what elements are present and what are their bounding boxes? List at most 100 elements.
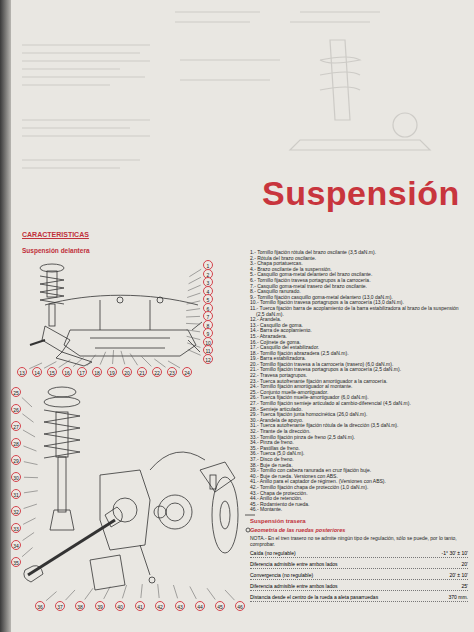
table-cell: Diferencia admisible entre ambos lados bbox=[250, 561, 338, 567]
drawing-stroke bbox=[42, 326, 70, 352]
callout-number: 13 bbox=[17, 367, 27, 377]
drawing-stroke bbox=[40, 276, 64, 304]
leader-line bbox=[121, 351, 125, 364]
drawing-stroke bbox=[22, 60, 150, 61]
leader-line bbox=[22, 548, 33, 557]
leader-line bbox=[100, 352, 106, 365]
subsection-heading: Geometría de las ruedas posteriores bbox=[250, 527, 468, 533]
callout-number: 43 bbox=[175, 601, 185, 611]
spec-row: Diferencia admisible entre ambos lados25… bbox=[250, 583, 468, 591]
leader-line bbox=[186, 323, 200, 325]
callout-number: 16 bbox=[62, 367, 72, 377]
spec-row: Diferencia admisible entre ambos lados 20… bbox=[250, 561, 468, 569]
drawing-stroke bbox=[158, 495, 192, 529]
leader-line bbox=[225, 590, 235, 600]
spec-row: Convergencia (no regulable)20' ± 10' bbox=[250, 572, 468, 580]
subsection-heading: Suspensión trasera bbox=[250, 518, 468, 524]
callout-number: 14 bbox=[32, 367, 42, 377]
leader-line bbox=[207, 588, 215, 599]
leader-line bbox=[141, 584, 142, 598]
drawing-stroke bbox=[393, 113, 417, 137]
note: NOTA.- En el tren trasero no se admite n… bbox=[250, 536, 468, 548]
leader-line bbox=[23, 430, 35, 437]
drawing-stroke bbox=[100, 300, 150, 330]
callout-number: 40 bbox=[115, 601, 125, 611]
callout-number: 25 bbox=[11, 387, 21, 397]
page-title: Suspensión bbox=[262, 174, 460, 213]
callout-number: 15 bbox=[47, 367, 57, 377]
leader-line bbox=[188, 285, 201, 291]
callout-number: 42 bbox=[155, 601, 165, 611]
table-cell: 20' bbox=[461, 561, 468, 567]
drawing-stroke bbox=[24, 566, 43, 582]
drawing-stroke bbox=[330, 40, 350, 120]
drawing-stroke bbox=[90, 555, 125, 590]
drawing-stroke bbox=[22, 159, 140, 160]
leader-line bbox=[189, 277, 201, 284]
leader-line bbox=[188, 350, 201, 356]
leader-line bbox=[189, 269, 201, 276]
leader-line bbox=[112, 350, 114, 364]
table-cell: Convergencia (no regulable) bbox=[250, 572, 313, 578]
leader-line bbox=[154, 359, 165, 367]
table-cell: Caída (no regulable) bbox=[250, 550, 296, 556]
callout-number: 20 bbox=[122, 367, 132, 377]
part-list-item: 11.- Tuerca fijación barra de acoplamien… bbox=[250, 306, 468, 317]
table-cell: Distancia desde el centro de la rueda a … bbox=[250, 594, 378, 600]
subsection-heading: Suspensión delantera bbox=[22, 247, 90, 254]
drawing-stroke bbox=[180, 59, 280, 60]
leader-line bbox=[24, 477, 38, 478]
drawing-stroke bbox=[100, 470, 150, 550]
callout-number: 35 bbox=[11, 557, 21, 567]
drawing-stroke bbox=[149, 577, 155, 583]
drawing-stroke bbox=[175, 21, 250, 22]
drawing-stroke bbox=[22, 135, 150, 136]
callout-number: 18 bbox=[92, 367, 102, 377]
drawing-stroke bbox=[150, 452, 205, 470]
leader-line bbox=[187, 343, 200, 348]
leader-line bbox=[186, 309, 200, 311]
callout-number: 39 bbox=[95, 601, 105, 611]
leader-line bbox=[187, 293, 200, 297]
leader-line bbox=[104, 586, 110, 598]
part-list-item: 46.- Montante. bbox=[250, 507, 468, 513]
callout-number: 33 bbox=[11, 523, 21, 533]
callout-number: 30 bbox=[11, 472, 21, 482]
drawing-stroke bbox=[22, 119, 150, 120]
callout-number: 31 bbox=[11, 489, 21, 499]
binding-edge bbox=[0, 0, 11, 632]
text-column: 1.- Tornillo fijación rótula del brazo o… bbox=[250, 250, 468, 602]
callout-number: 19 bbox=[107, 367, 117, 377]
drawing-stroke bbox=[50, 510, 74, 530]
part-list-item: 45.- Rodamiento de rueda. bbox=[250, 502, 468, 508]
drawing-stroke bbox=[44, 397, 80, 407]
callout-number: 27 bbox=[11, 421, 21, 431]
drawing-stroke bbox=[200, 462, 235, 492]
drawing-stroke bbox=[45, 295, 198, 305]
callout-number: 36 bbox=[35, 601, 45, 611]
drawing-stroke bbox=[90, 338, 170, 348]
drawing-stroke bbox=[64, 330, 196, 356]
callout-number: 45 bbox=[215, 601, 225, 611]
drawing-stroke bbox=[105, 507, 122, 527]
drawing-stroke bbox=[154, 506, 166, 518]
drawing-stroke bbox=[22, 167, 120, 168]
leader-line bbox=[186, 330, 200, 332]
callout-number: 46 bbox=[235, 601, 245, 611]
drawing-stroke bbox=[210, 475, 216, 489]
leader-line bbox=[23, 518, 35, 524]
drawing-stroke bbox=[28, 520, 115, 575]
drawing-stroke bbox=[48, 387, 76, 397]
leader-line bbox=[186, 316, 200, 318]
drawing-stroke bbox=[140, 545, 150, 575]
leader-line bbox=[24, 491, 38, 493]
leader-line bbox=[130, 353, 138, 365]
drawing-stroke bbox=[220, 501, 230, 529]
callout-number: 34 bbox=[11, 540, 21, 550]
leader-line bbox=[46, 592, 57, 601]
leader-line bbox=[141, 356, 151, 366]
drawing-stroke bbox=[320, 57, 360, 90]
drawing-stroke bbox=[58, 457, 66, 512]
section-heading: CARACTERISTICAS bbox=[22, 231, 89, 238]
drawing-stroke bbox=[157, 297, 163, 303]
